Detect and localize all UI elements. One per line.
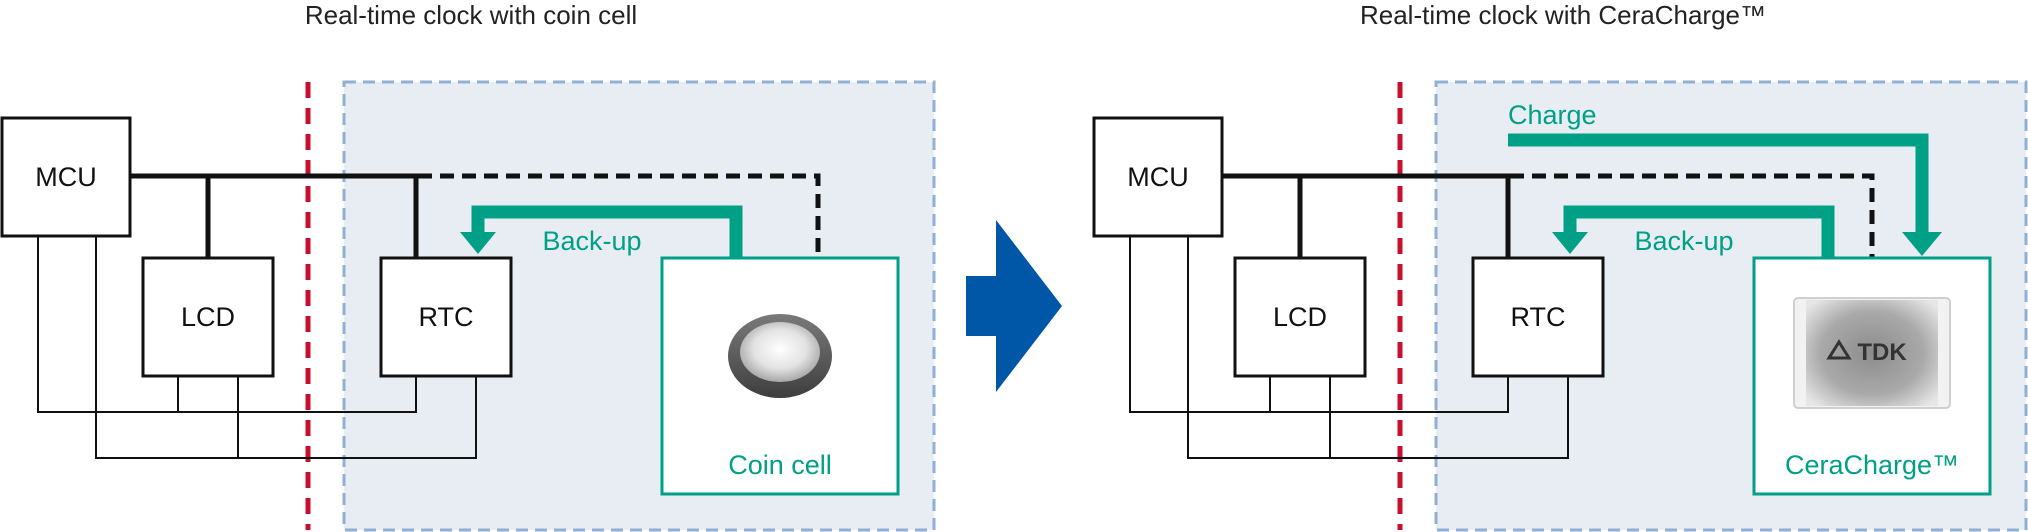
left-panel-title: Real-time clock with coin cell <box>305 0 637 30</box>
coin-cell-label: Coin cell <box>728 450 832 480</box>
charge-label: Charge <box>1508 100 1597 130</box>
charge-arrow <box>1508 133 1942 256</box>
rtc-box: RTC <box>379 256 513 378</box>
right-backup-label: Back-up <box>1634 226 1733 256</box>
right-arrow-icon <box>966 220 1062 392</box>
mcu-label: MCU <box>35 162 97 192</box>
left-dashed-supply <box>418 173 821 258</box>
rtc-box-right: RTC <box>1471 256 1605 378</box>
left-backup-label: Back-up <box>542 226 641 256</box>
left-backup-arrow <box>460 205 743 258</box>
right-panel-title: Real-time clock with CeraCharge™ <box>1360 0 1766 30</box>
right-dashed-supply <box>1510 173 1875 258</box>
right-thin-wiring <box>1129 236 1569 459</box>
rtc-label-right: RTC <box>1510 302 1565 332</box>
tdk-chip-brand: TDK <box>1857 339 1907 366</box>
mcu-box: MCU <box>0 116 132 238</box>
mcu-box-right: MCU <box>1092 116 1224 238</box>
tdk-chip-icon: TDK <box>1793 297 1951 409</box>
left-thin-wiring <box>37 236 477 459</box>
left-bus <box>130 173 419 258</box>
ceracharge-label: CeraCharge™ <box>1785 450 1959 480</box>
left-panel: Real-time clock with coin cell MCU LCD <box>0 0 936 532</box>
tdk-logo-mark <box>1826 339 1852 360</box>
lcd-box: LCD <box>141 256 275 378</box>
lcd-box-right: LCD <box>1233 256 1367 378</box>
rtc-label: RTC <box>418 302 473 332</box>
coin-cell-icon <box>728 314 832 398</box>
lcd-label-right: LCD <box>1273 302 1327 332</box>
mcu-label-right: MCU <box>1127 162 1189 192</box>
right-backup-arrow <box>1552 205 1835 258</box>
right-bus <box>1222 173 1511 258</box>
lcd-label: LCD <box>181 302 235 332</box>
right-panel: Real-time clock with CeraCharge™ MCU LCD… <box>1092 0 2028 532</box>
coin-cell-box: Coin cell <box>660 256 900 496</box>
ceracharge-box: TDK CeraCharge™ <box>1752 256 1992 496</box>
